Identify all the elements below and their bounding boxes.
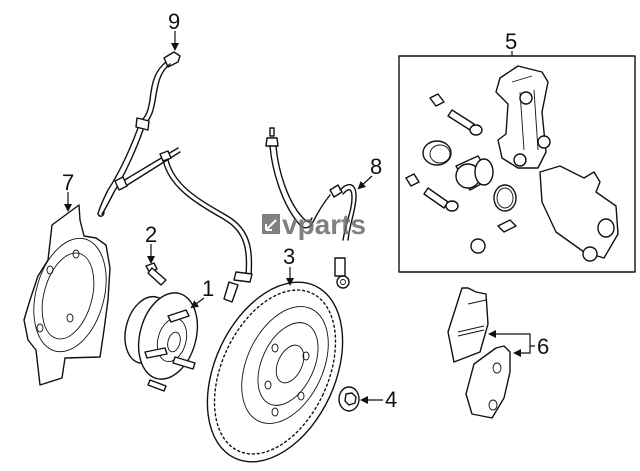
wheel-stud-part[interactable] bbox=[145, 262, 167, 286]
watermark-logo: vparts bbox=[262, 209, 366, 240]
watermark-text: vparts bbox=[282, 209, 366, 240]
callout-label: 1 bbox=[202, 276, 214, 301]
callout-8[interactable]: 8 bbox=[357, 154, 382, 190]
brake-pads-part[interactable] bbox=[447, 287, 511, 419]
callout-label: 2 bbox=[145, 222, 157, 247]
hub-nut-part[interactable] bbox=[338, 386, 360, 412]
callout-6[interactable]: 6 bbox=[488, 330, 549, 359]
brake-rotor-part[interactable] bbox=[180, 261, 369, 471]
callout-5[interactable]: 5 bbox=[505, 29, 517, 56]
callout-9[interactable]: 9 bbox=[168, 9, 180, 51]
callout-label: 8 bbox=[370, 154, 382, 179]
callout-2[interactable]: 2 bbox=[145, 222, 157, 264]
callout-label: 3 bbox=[283, 244, 295, 269]
callout-1[interactable]: 1 bbox=[190, 276, 214, 309]
callout-label: 7 bbox=[62, 170, 74, 195]
callout-label: 4 bbox=[385, 387, 397, 412]
brake-hose-part[interactable] bbox=[265, 127, 357, 289]
callout-label: 9 bbox=[168, 9, 180, 34]
hub-assembly-part[interactable] bbox=[118, 286, 206, 392]
callout-3[interactable]: 3 bbox=[283, 244, 295, 286]
splash-shield-part[interactable] bbox=[22, 204, 118, 386]
callout-label: 6 bbox=[537, 334, 549, 359]
caliper-assembly-box[interactable] bbox=[398, 55, 636, 273]
callout-7[interactable]: 7 bbox=[62, 170, 74, 212]
callout-4[interactable]: 4 bbox=[360, 387, 397, 412]
callout-label: 5 bbox=[505, 29, 517, 54]
abs-sensor-part[interactable] bbox=[97, 51, 253, 303]
